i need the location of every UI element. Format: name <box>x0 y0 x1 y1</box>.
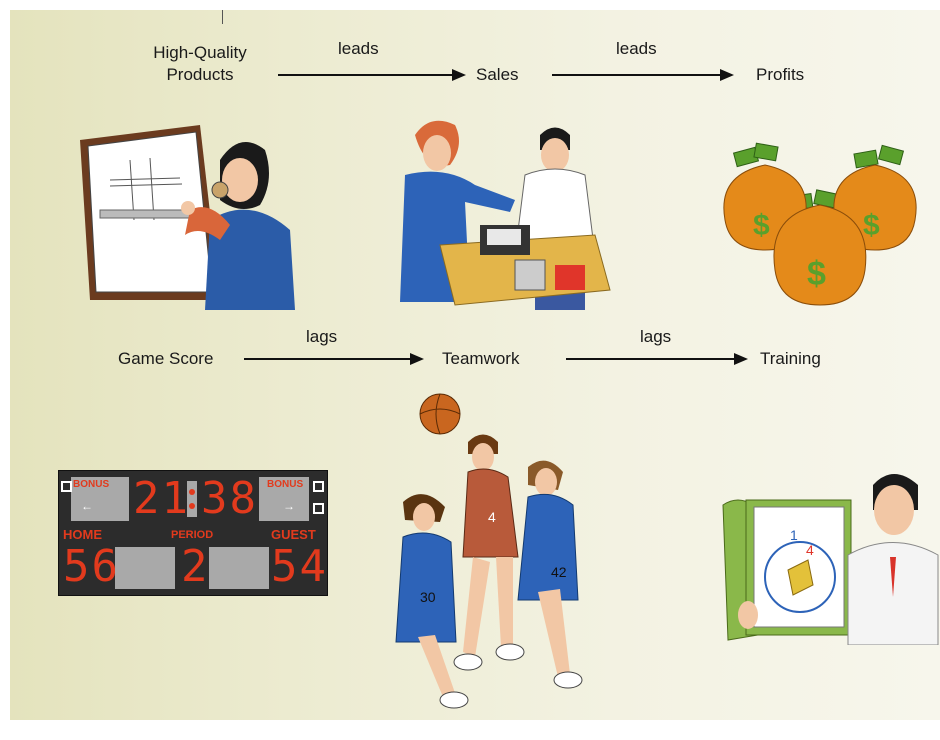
score-panel-right <box>209 547 269 589</box>
arrow-sales-to-profits <box>552 69 734 81</box>
diagram-panel: High-Quality Products leads Sales leads … <box>10 10 940 720</box>
bonus-panel-left <box>71 477 129 521</box>
arrow-right-icon: → <box>283 499 295 513</box>
arrow-label-lags-1: lags <box>306 327 338 346</box>
node-high-quality-products: High-Quality Products <box>130 42 270 86</box>
clock-seconds: 38 <box>201 473 258 524</box>
arrow-label-leads-2: leads <box>616 39 657 58</box>
divider-tick <box>222 10 223 24</box>
svg-text:$: $ <box>753 209 770 242</box>
node-teamwork: Teamwork <box>442 349 520 368</box>
bonus-indicator-left <box>61 481 72 492</box>
jersey-number-left: 30 <box>420 589 436 605</box>
svg-text:1: 1 <box>790 527 798 543</box>
scoreboard-illustration: BONUS ← 21 38 BONUS → HOME PERIOD GUEST … <box>58 470 328 596</box>
node-sales: Sales <box>476 65 519 84</box>
clock-minutes: 21 <box>133 473 190 524</box>
drafting-illustration <box>80 125 295 310</box>
arrow-products-to-sales <box>278 69 466 81</box>
basketball-players-illustration: 4 42 30 <box>395 393 583 709</box>
clock-colon <box>187 481 197 517</box>
svg-text:4: 4 <box>488 509 496 525</box>
guest-label: GUEST <box>271 527 316 542</box>
node-game-score: Game Score <box>118 349 214 368</box>
period-value: 2 <box>181 541 210 592</box>
guest-score: 54 <box>271 541 328 592</box>
bonus-right-label: BONUS <box>267 479 304 490</box>
coach-clipboard-illustration: 1 4 <box>722 474 939 645</box>
bonus-indicator-right-bottom <box>313 503 324 514</box>
home-label: HOME <box>63 527 102 542</box>
svg-text:$: $ <box>807 255 826 293</box>
bonus-panel-right <box>259 477 309 521</box>
jersey-number-right: 42 <box>551 564 567 580</box>
bonus-indicator-right-top <box>313 481 324 492</box>
node-label-line1: High-Quality <box>153 43 247 62</box>
node-profits: Profits <box>756 65 805 84</box>
bonus-left-label: BONUS <box>73 479 110 490</box>
cashier-illustration <box>400 120 611 310</box>
node-label-line2: Products <box>166 65 234 84</box>
home-score: 56 <box>63 541 120 592</box>
arrow-label-leads-1: leads <box>338 39 379 58</box>
arrow-teamwork-to-training <box>566 353 748 365</box>
svg-text:4: 4 <box>806 542 814 558</box>
period-label: PERIOD <box>171 529 214 541</box>
score-panel-left <box>115 547 175 589</box>
svg-text:$: $ <box>863 209 880 242</box>
node-training: Training <box>760 349 821 368</box>
arrow-label-lags-2: lags <box>640 327 672 346</box>
arrow-score-to-teamwork <box>244 353 424 365</box>
money-bags-illustration: $ $ $ <box>723 142 917 306</box>
arrow-left-icon: ← <box>81 499 93 513</box>
